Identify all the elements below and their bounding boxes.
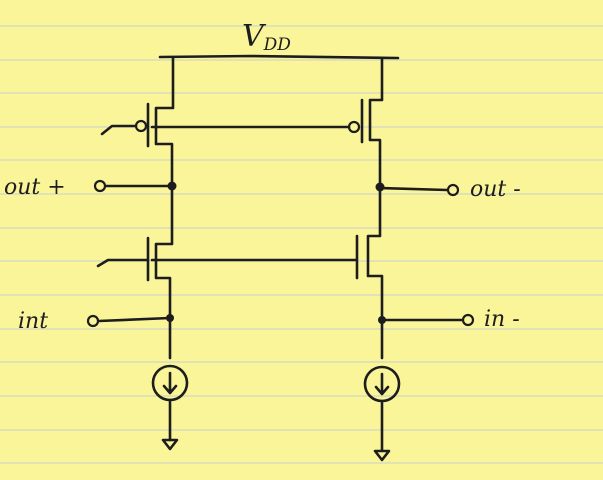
paper-ruling: [0, 25, 603, 464]
left-pmos-gate-bubble: [134, 119, 148, 133]
in-plus-terminal: [86, 314, 100, 328]
vdd-rail: [158, 54, 400, 60]
left-ground-arrow: [161, 438, 179, 451]
right-ground-arrow: [373, 449, 391, 462]
vdd-label: VDD: [242, 19, 291, 55]
in-minus-terminal: [461, 313, 475, 327]
out-plus-label: out +: [4, 175, 66, 200]
right-pmos-gate-bubble: [347, 120, 361, 134]
left-branch: [96, 56, 189, 451]
out-minus-label: out -: [470, 177, 521, 202]
in-minus-label: in -: [484, 307, 520, 332]
out-plus-terminal: [93, 179, 107, 193]
out-minus-terminal: [446, 183, 460, 197]
in-plus-label: int: [18, 309, 48, 334]
